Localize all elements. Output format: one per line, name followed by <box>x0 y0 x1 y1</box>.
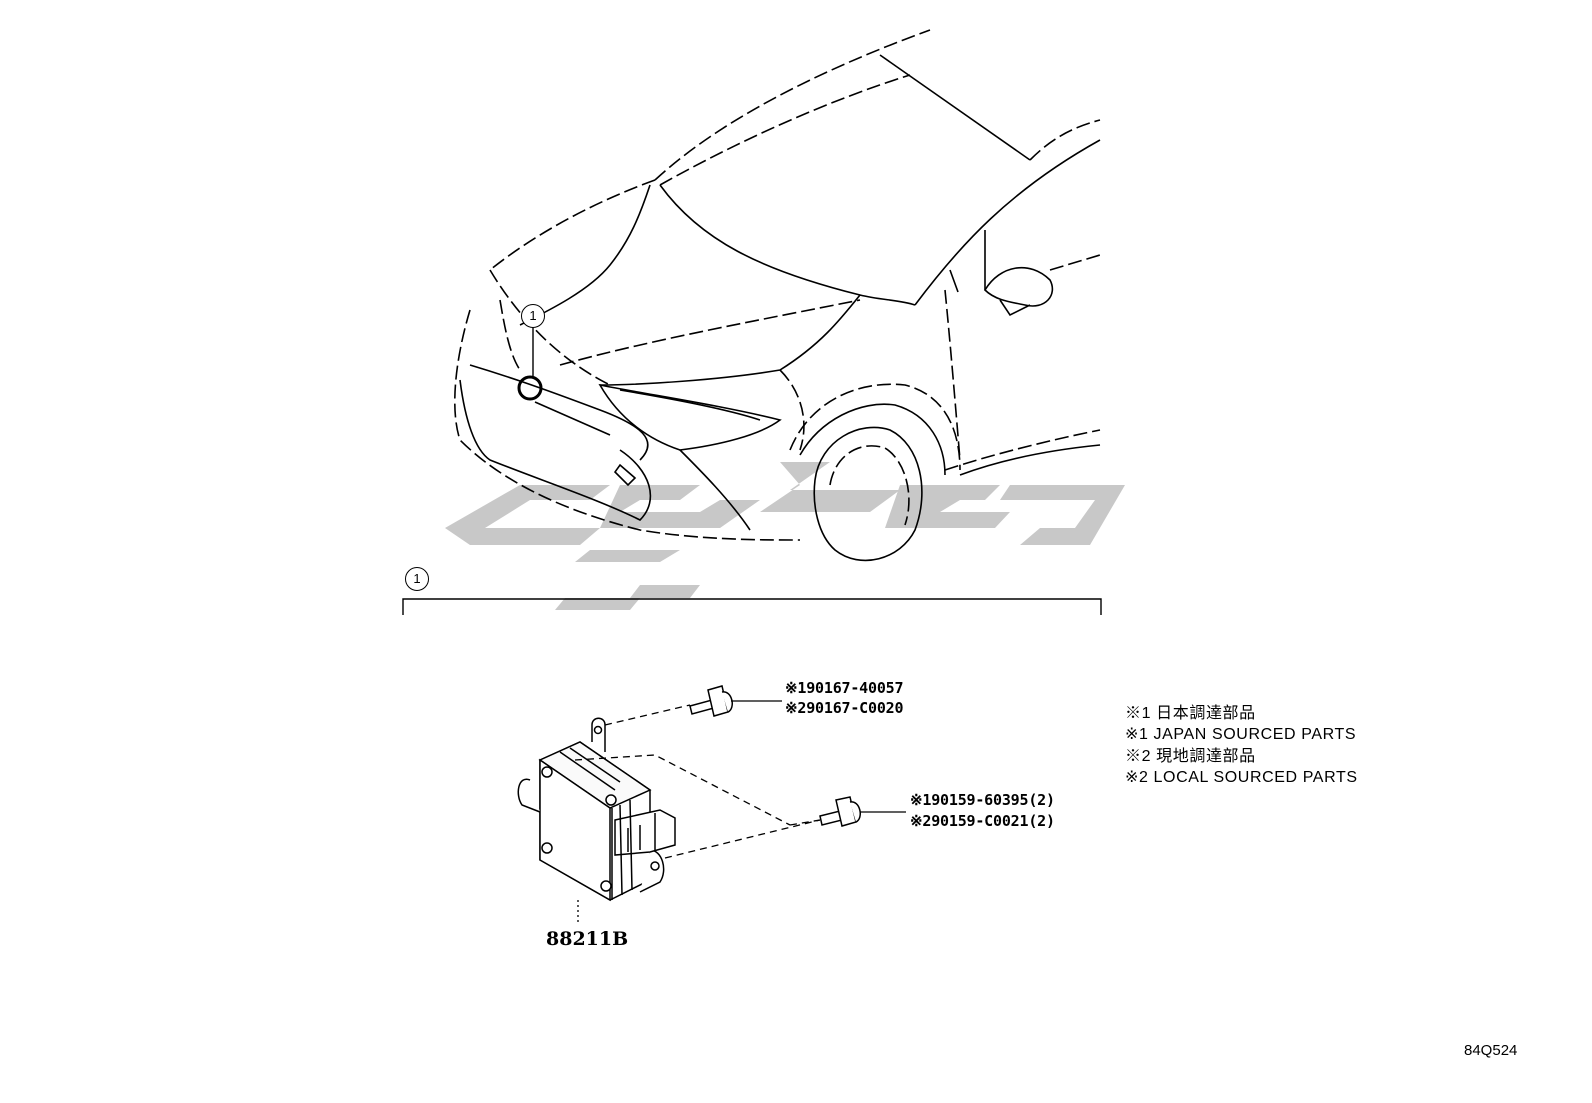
hood-left-edge <box>489 179 656 271</box>
install-line-upper <box>604 704 691 726</box>
hood-front-edge <box>489 269 611 386</box>
a-pillar <box>914 139 1101 306</box>
sensor-location-circle <box>517 375 543 401</box>
grille-upper <box>469 364 649 461</box>
rocker <box>959 444 1101 476</box>
fender-top <box>1049 254 1101 271</box>
fog-lamp <box>613 463 637 487</box>
watermark-stroke-5 <box>1000 485 1125 545</box>
mirror-stem <box>999 299 1031 317</box>
unit-ridge <box>559 747 621 791</box>
windshield-top <box>879 54 1031 161</box>
front-nose <box>499 299 521 371</box>
tire <box>813 426 923 562</box>
vehicle-callout: 1 <box>521 304 545 328</box>
unit-edge-lines <box>611 799 633 900</box>
grille-bar <box>534 401 611 436</box>
main-unit-label: 88211B <box>546 928 629 950</box>
install-line-mid <box>789 819 821 826</box>
mount-hole-2 <box>541 842 553 854</box>
windshield-right <box>1029 119 1101 161</box>
bolt-lower-flange <box>849 801 861 823</box>
upper-bracket-hole <box>593 725 603 735</box>
diagram-code: 84Q524 <box>1464 1042 1518 1059</box>
legend-line-2: ※1 JAPAN SOURCED PARTS <box>1125 726 1357 743</box>
mount-hole-3 <box>600 880 612 892</box>
leader-lines <box>574 700 906 925</box>
watermark-stroke-3 <box>760 462 900 512</box>
grille-lower <box>459 379 652 521</box>
assembly-bracket <box>402 598 1102 615</box>
sensor-locator <box>517 326 543 401</box>
watermark-stroke-8 <box>555 598 640 610</box>
hood-center <box>519 184 651 326</box>
hood-right-edge <box>599 294 861 386</box>
unit-front-face <box>539 758 611 902</box>
vehicle-outline <box>454 29 1101 562</box>
bolt-lower-label-1: ※190159-60395(2) <box>910 791 1055 809</box>
bumper-outline <box>454 309 801 541</box>
unit-left-tab <box>517 778 541 813</box>
wheel-arch-inner <box>799 403 946 476</box>
bolt-lower-drawing <box>819 796 861 827</box>
bracket-callout: 1 <box>405 567 429 591</box>
right-bracket-hole <box>650 861 660 871</box>
watermark-stroke-2 <box>600 485 760 528</box>
mount-hole-4 <box>605 794 617 806</box>
watermark-stroke-6 <box>575 550 680 562</box>
tire-inner <box>829 445 910 526</box>
legend-line-1: ※1 日本調達部品 <box>1125 705 1256 722</box>
watermark-stroke-7 <box>630 585 700 598</box>
watermark-stroke-4 <box>885 485 1010 528</box>
bolt-upper-drawing <box>689 685 733 717</box>
install-line-lower <box>664 819 821 859</box>
watermark-logo <box>445 462 1125 610</box>
upper-bracket <box>591 717 606 752</box>
headlamp-inner <box>619 389 761 421</box>
watermark-stroke-1 <box>445 485 610 545</box>
lower-intake <box>679 449 751 531</box>
mirror <box>983 266 1054 307</box>
headlamp <box>598 383 782 451</box>
install-line-top <box>574 754 791 826</box>
connector-detail <box>627 813 656 852</box>
bracket-line <box>402 598 1102 615</box>
sensor-unit-drawing <box>517 717 676 902</box>
window-pillar <box>949 230 986 293</box>
mount-hole-1 <box>541 766 553 778</box>
bumper-corner <box>779 369 805 451</box>
legend-line-4: ※2 LOCAL SOURCED PARTS <box>1125 769 1358 786</box>
bolt-upper-label-1: ※190167-40057 <box>785 679 904 697</box>
bolt-lower-label-2: ※290159-C0021(2) <box>910 812 1055 830</box>
hood-line <box>559 299 861 366</box>
windshield-base <box>659 184 916 306</box>
bolt-upper-flange <box>721 691 733 713</box>
roof-line-inner <box>659 74 911 186</box>
roof-line-outer <box>654 29 931 181</box>
door-line <box>944 289 961 461</box>
bolt-upper-label-2: ※290167-C0020 <box>785 699 904 717</box>
side-lower <box>944 429 1101 471</box>
wheel-arch <box>789 383 961 471</box>
legend-line-3: ※2 現地調達部品 <box>1125 748 1256 765</box>
